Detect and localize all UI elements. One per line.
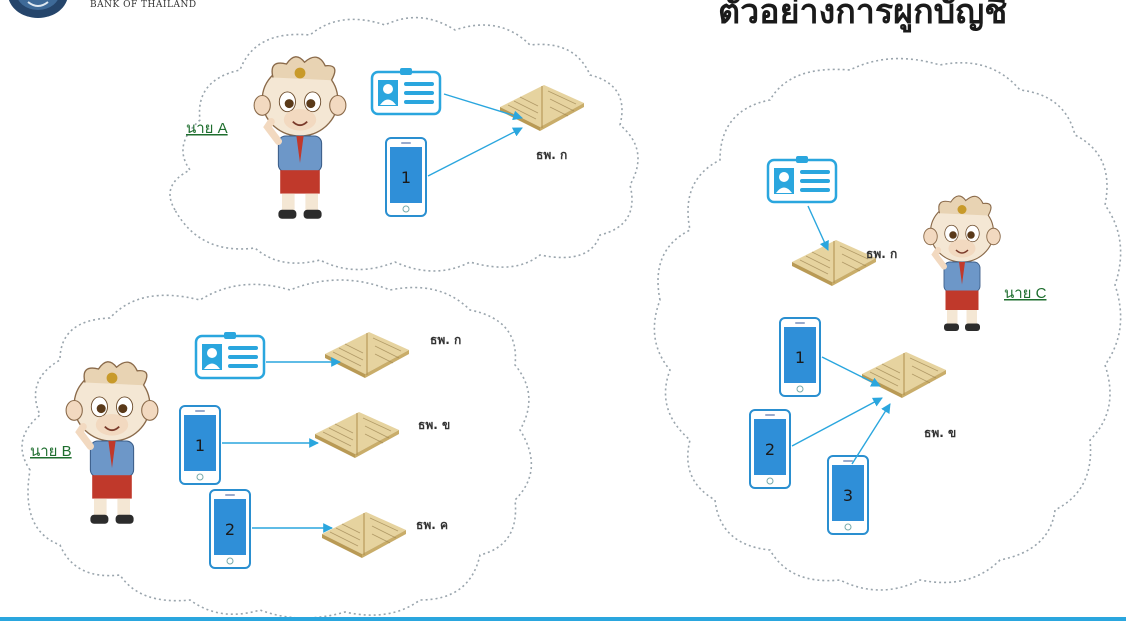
id-card-b-icon <box>194 330 266 380</box>
bank-c2-label: ธพ. ข <box>924 426 956 440</box>
arrow-a-phone1 <box>427 127 523 177</box>
person-b-label: นาย B <box>30 443 72 460</box>
arrow-c-card <box>807 205 829 251</box>
phone-c2-number: 2 <box>765 440 775 459</box>
id-card-a-icon <box>370 66 442 116</box>
mascot-b-icon <box>66 362 158 524</box>
cloud-group-c <box>653 57 1122 591</box>
cloud-group-b <box>21 279 533 619</box>
page-title: ตัวอย่างการผูกบัญชี <box>718 0 1008 32</box>
arrow-c-phone2 <box>791 397 883 447</box>
passbook-b1-icon <box>324 331 410 379</box>
phone-c3-number: 3 <box>843 486 853 505</box>
cloud-group-a <box>169 16 639 272</box>
mascot-c-icon <box>924 196 1001 331</box>
arrow-c-phone3 <box>851 403 891 465</box>
phone-a1-number: 1 <box>401 168 411 187</box>
phone-b2-number: 2 <box>225 520 235 539</box>
bank-of-thailand-logo <box>8 0 68 18</box>
passbook-b2-icon <box>314 411 400 459</box>
arrow-a-card <box>443 93 523 121</box>
bank-b2-label: ธพ. ข <box>418 418 450 432</box>
bank-c1-label: ธพ. ก <box>866 247 897 261</box>
phone-b1-number: 1 <box>195 436 205 455</box>
arrow-c-phone1 <box>821 356 881 387</box>
person-a-label: นาย A <box>186 120 228 137</box>
bank-b1-label: ธพ. ก <box>430 333 461 347</box>
id-card-c-icon <box>766 154 838 204</box>
mascot-a-icon <box>254 57 346 219</box>
phone-c1-number: 1 <box>795 348 805 367</box>
bank-a1-label: ธพ. ก <box>536 148 567 162</box>
person-c-label: นาย C <box>1004 285 1047 302</box>
passbook-b3-icon <box>321 511 407 559</box>
bottom-accent-bar <box>0 617 1126 621</box>
passbook-c1-icon <box>791 239 877 287</box>
passbook-a-icon <box>499 84 585 132</box>
brand-name: BANK OF THAILAND <box>90 0 197 10</box>
bank-b3-label: ธพ. ค <box>416 518 448 532</box>
passbook-c2-icon <box>861 351 947 399</box>
